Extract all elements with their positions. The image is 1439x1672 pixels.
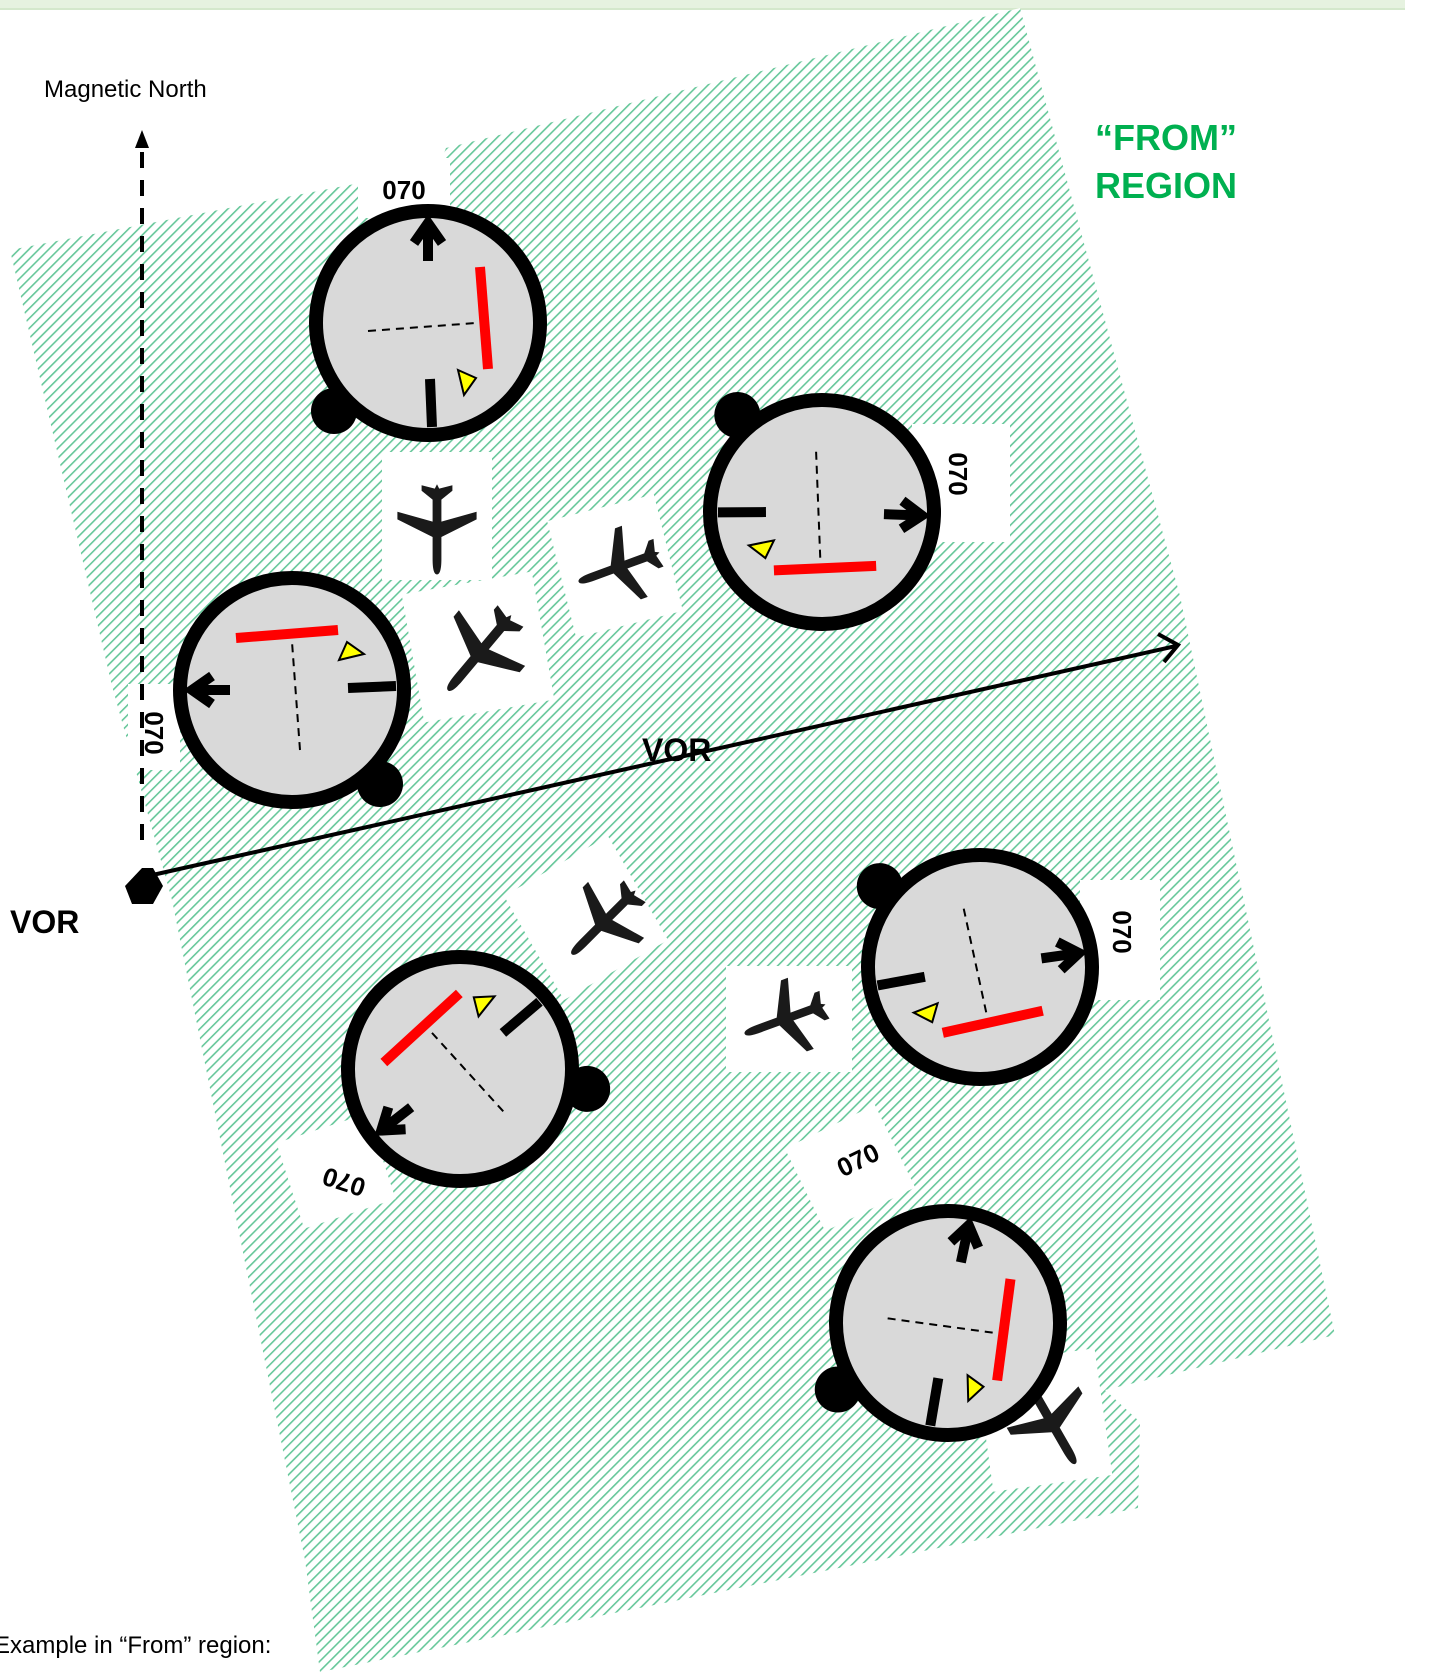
vor-radial-line [147, 644, 1177, 878]
caption: Example in “From” region: [0, 1632, 272, 1659]
from-region-line1: “FROM” [1095, 117, 1237, 158]
top-band [0, 0, 1405, 10]
vor-indicator-2 [706, 391, 938, 628]
course-label-1: 070 [382, 175, 425, 205]
from-region-label: “FROM” REGION [1086, 114, 1246, 210]
vor-indicator-1 [311, 211, 540, 435]
course-label-3: 070 [139, 711, 169, 754]
vor-indicator-3 [180, 578, 404, 807]
vor-station-label: VOR [10, 904, 80, 940]
magnetic-north-label: Magnetic North [44, 76, 207, 103]
north-arrowhead [135, 130, 149, 148]
from-region-line2: REGION [1094, 165, 1237, 206]
course-label-2: 070 [943, 452, 973, 495]
vor-station-hexagon-icon [125, 868, 163, 904]
from-region-hatch [10, 8, 1335, 1672]
course-label-4: 070 [1107, 910, 1137, 953]
vor-radial-label: VOR [642, 732, 712, 768]
radial-arrowhead [1157, 632, 1182, 664]
